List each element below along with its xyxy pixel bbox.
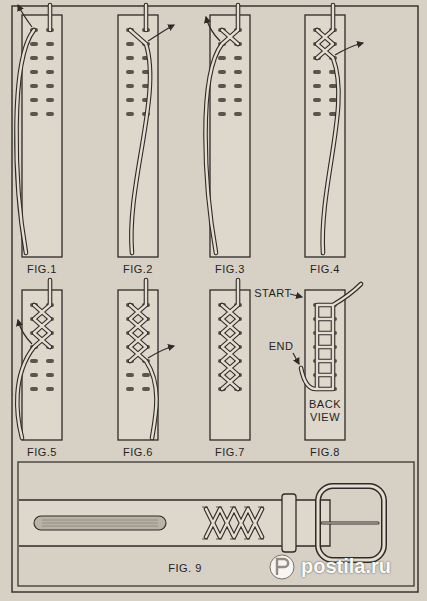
figure-label: FIG.4: [310, 263, 340, 276]
strip-fig1: [16, 5, 62, 257]
start-leader: [290, 294, 302, 297]
view-label: BACK VIEW: [306, 398, 344, 423]
end-label: END: [269, 340, 294, 353]
strip-fig2: [118, 5, 174, 257]
strip-fig4: [305, 5, 363, 257]
watermark: postila.ru: [301, 555, 391, 578]
strip-fig8: [301, 284, 361, 440]
end-leader: [293, 353, 299, 364]
belt-illustration: [19, 486, 384, 560]
frame: [12, 6, 418, 592]
figure-label: FIG.8: [310, 446, 340, 459]
strip-fig5: [17, 280, 62, 440]
figure-label: FIG.5: [27, 446, 57, 459]
figure-label: FIG.7: [215, 446, 245, 459]
strip-fig3: [206, 5, 251, 257]
strip-fig7: [210, 280, 250, 440]
figure-label: FIG. 9: [168, 562, 202, 575]
figure-label: FIG.6: [123, 446, 153, 459]
watermark-logo: [270, 555, 294, 579]
figure-label: FIG.2: [123, 263, 153, 276]
fig9-box: [18, 462, 414, 586]
strip-fig6: [118, 280, 174, 440]
figure-label: FIG.1: [27, 263, 57, 276]
figure-label: FIG.3: [215, 263, 245, 276]
start-label: START: [254, 287, 292, 300]
